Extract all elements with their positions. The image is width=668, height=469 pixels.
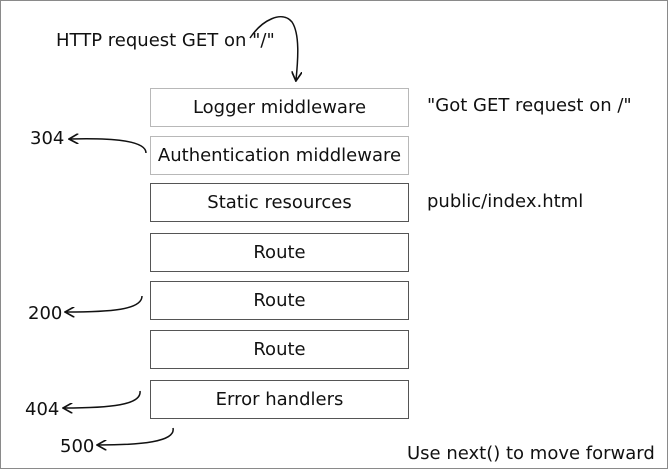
status-200: 200 — [28, 303, 63, 324]
error-handlers-box: Error handlers — [150, 380, 409, 419]
static-note: public/index.html — [427, 191, 584, 212]
auth-return-arrow — [70, 139, 147, 154]
footer-note: Use next() to move forward — [407, 443, 655, 464]
route-return-arrow — [66, 295, 143, 312]
route-box-1: Route — [150, 233, 409, 272]
route-box-3: Route — [150, 330, 409, 369]
route-box-2: Route — [150, 281, 409, 320]
request-arrow — [249, 16, 298, 80]
status-404: 404 — [25, 399, 60, 420]
status-500: 500 — [60, 436, 95, 457]
logger-note: "Got GET request on /" — [427, 95, 632, 116]
fallthrough-arrow — [98, 427, 174, 445]
status-304: 304 — [30, 128, 65, 149]
static-resources-box: Static resources — [150, 183, 409, 222]
auth-middleware-box: Authentication middleware — [150, 136, 409, 175]
logger-middleware-box: Logger middleware — [150, 88, 409, 127]
request-label: HTTP request GET on "/" — [56, 30, 275, 51]
error-return-arrow — [64, 390, 141, 408]
